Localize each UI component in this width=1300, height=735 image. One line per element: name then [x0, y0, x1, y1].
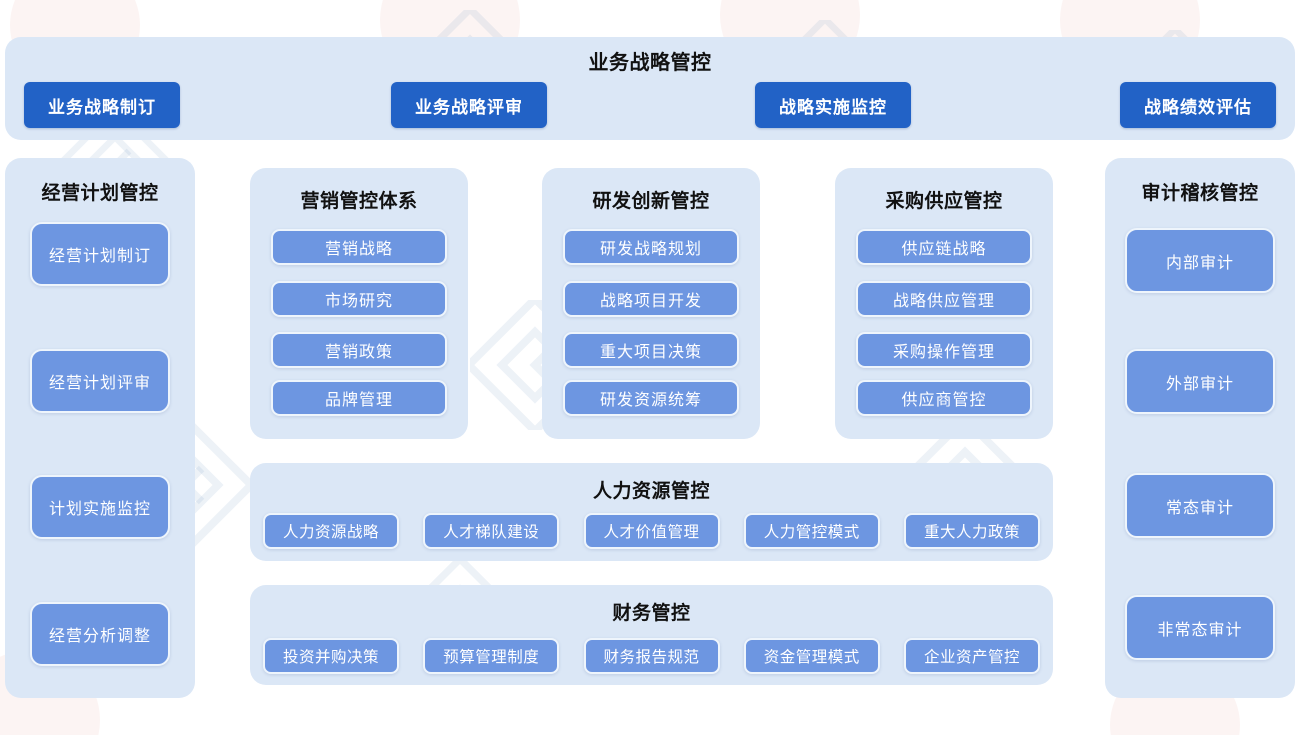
marketing-strategy-chip[interactable]: 营销战略 [271, 229, 447, 265]
purchase-operation-chip[interactable]: 采购操作管理 [856, 332, 1032, 368]
hr-title: 人力资源管控 [592, 481, 710, 502]
hr-items-row: 人力资源战略 人才梯队建设 人才价值管理 人力管控模式 重大人力政策 [250, 513, 1053, 549]
strategy-monitoring-button[interactable]: 战略实施监控 [755, 82, 911, 128]
rnd-panel: 研发创新管控 研发战略规划 战略项目开发 重大项目决策 研发资源统筹 [542, 168, 760, 439]
strategic-project-chip[interactable]: 战略项目开发 [563, 281, 739, 317]
budget-system-chip[interactable]: 预算管理制度 [423, 638, 560, 674]
marketing-title: 营销管控体系 [300, 191, 418, 212]
business-strategy-title: 业务战略管控 [588, 52, 712, 74]
marketing-policy-chip[interactable]: 营销政策 [271, 332, 447, 368]
operating-plan-panel: 经营计划管控 经营计划制订 经营计划评审 计划实施监控 经营分析调整 [5, 158, 195, 698]
supplier-control-chip[interactable]: 供应商管控 [856, 380, 1032, 416]
procurement-title: 采购供应管控 [885, 191, 1003, 212]
finance-panel: 财务管控 投资并购决策 预算管理制度 财务报告规范 资金管理模式 企业资产管控 [250, 585, 1053, 685]
audit-panel: 审计稽核管控 内部审计 外部审计 常态审计 非常态审计 [1105, 158, 1295, 698]
strategy-evaluation-button[interactable]: 战略绩效评估 [1120, 82, 1276, 128]
financial-report-chip[interactable]: 财务报告规范 [583, 638, 720, 674]
irregular-audit-chip[interactable]: 非常态审计 [1125, 595, 1275, 660]
internal-audit-chip[interactable]: 内部审计 [1125, 228, 1275, 293]
business-strategy-panel: 业务战略管控 业务战略制订 业务战略评审 战略实施监控 战略绩效评估 [5, 37, 1295, 140]
audit-title: 审计稽核管控 [1141, 183, 1259, 204]
regular-audit-chip[interactable]: 常态审计 [1125, 473, 1275, 538]
hr-control-model-chip[interactable]: 人力管控模式 [743, 513, 880, 549]
marketing-panel: 营销管控体系 营销战略 市场研究 营销政策 品牌管理 [250, 168, 468, 439]
plan-formulation-chip[interactable]: 经营计划制订 [30, 222, 170, 286]
major-decision-chip[interactable]: 重大项目决策 [563, 332, 739, 368]
rnd-strategy-chip[interactable]: 研发战略规划 [563, 229, 739, 265]
major-hr-policy-chip[interactable]: 重大人力政策 [904, 513, 1040, 549]
finance-title: 财务管控 [612, 603, 691, 624]
investment-decision-chip[interactable]: 投资并购决策 [263, 638, 399, 674]
operating-plan-title: 经营计划管控 [41, 183, 159, 204]
supply-chain-strategy-chip[interactable]: 供应链战略 [856, 229, 1032, 265]
procurement-panel: 采购供应管控 供应链战略 战略供应管理 采购操作管理 供应商管控 [835, 168, 1053, 439]
talent-value-chip[interactable]: 人才价值管理 [583, 513, 720, 549]
capital-management-chip[interactable]: 资金管理模式 [743, 638, 880, 674]
hr-strategy-chip[interactable]: 人力资源战略 [263, 513, 399, 549]
market-research-chip[interactable]: 市场研究 [271, 281, 447, 317]
talent-pipeline-chip[interactable]: 人才梯队建设 [423, 513, 560, 549]
rnd-title: 研发创新管控 [592, 191, 710, 212]
analysis-adjust-chip[interactable]: 经营分析调整 [30, 602, 170, 666]
strategic-supply-chip[interactable]: 战略供应管理 [856, 281, 1032, 317]
strategy-review-button[interactable]: 业务战略评审 [391, 82, 547, 128]
strategy-formulation-button[interactable]: 业务战略制订 [24, 82, 180, 128]
plan-monitoring-chip[interactable]: 计划实施监控 [30, 475, 170, 539]
hr-panel: 人力资源管控 人力资源战略 人才梯队建设 人才价值管理 人力管控模式 重大人力政… [250, 463, 1053, 561]
external-audit-chip[interactable]: 外部审计 [1125, 349, 1275, 414]
resource-planning-chip[interactable]: 研发资源统筹 [563, 380, 739, 416]
finance-items-row: 投资并购决策 预算管理制度 财务报告规范 资金管理模式 企业资产管控 [250, 638, 1053, 674]
asset-control-chip[interactable]: 企业资产管控 [904, 638, 1040, 674]
brand-management-chip[interactable]: 品牌管理 [271, 380, 447, 416]
plan-review-chip[interactable]: 经营计划评审 [30, 349, 170, 413]
